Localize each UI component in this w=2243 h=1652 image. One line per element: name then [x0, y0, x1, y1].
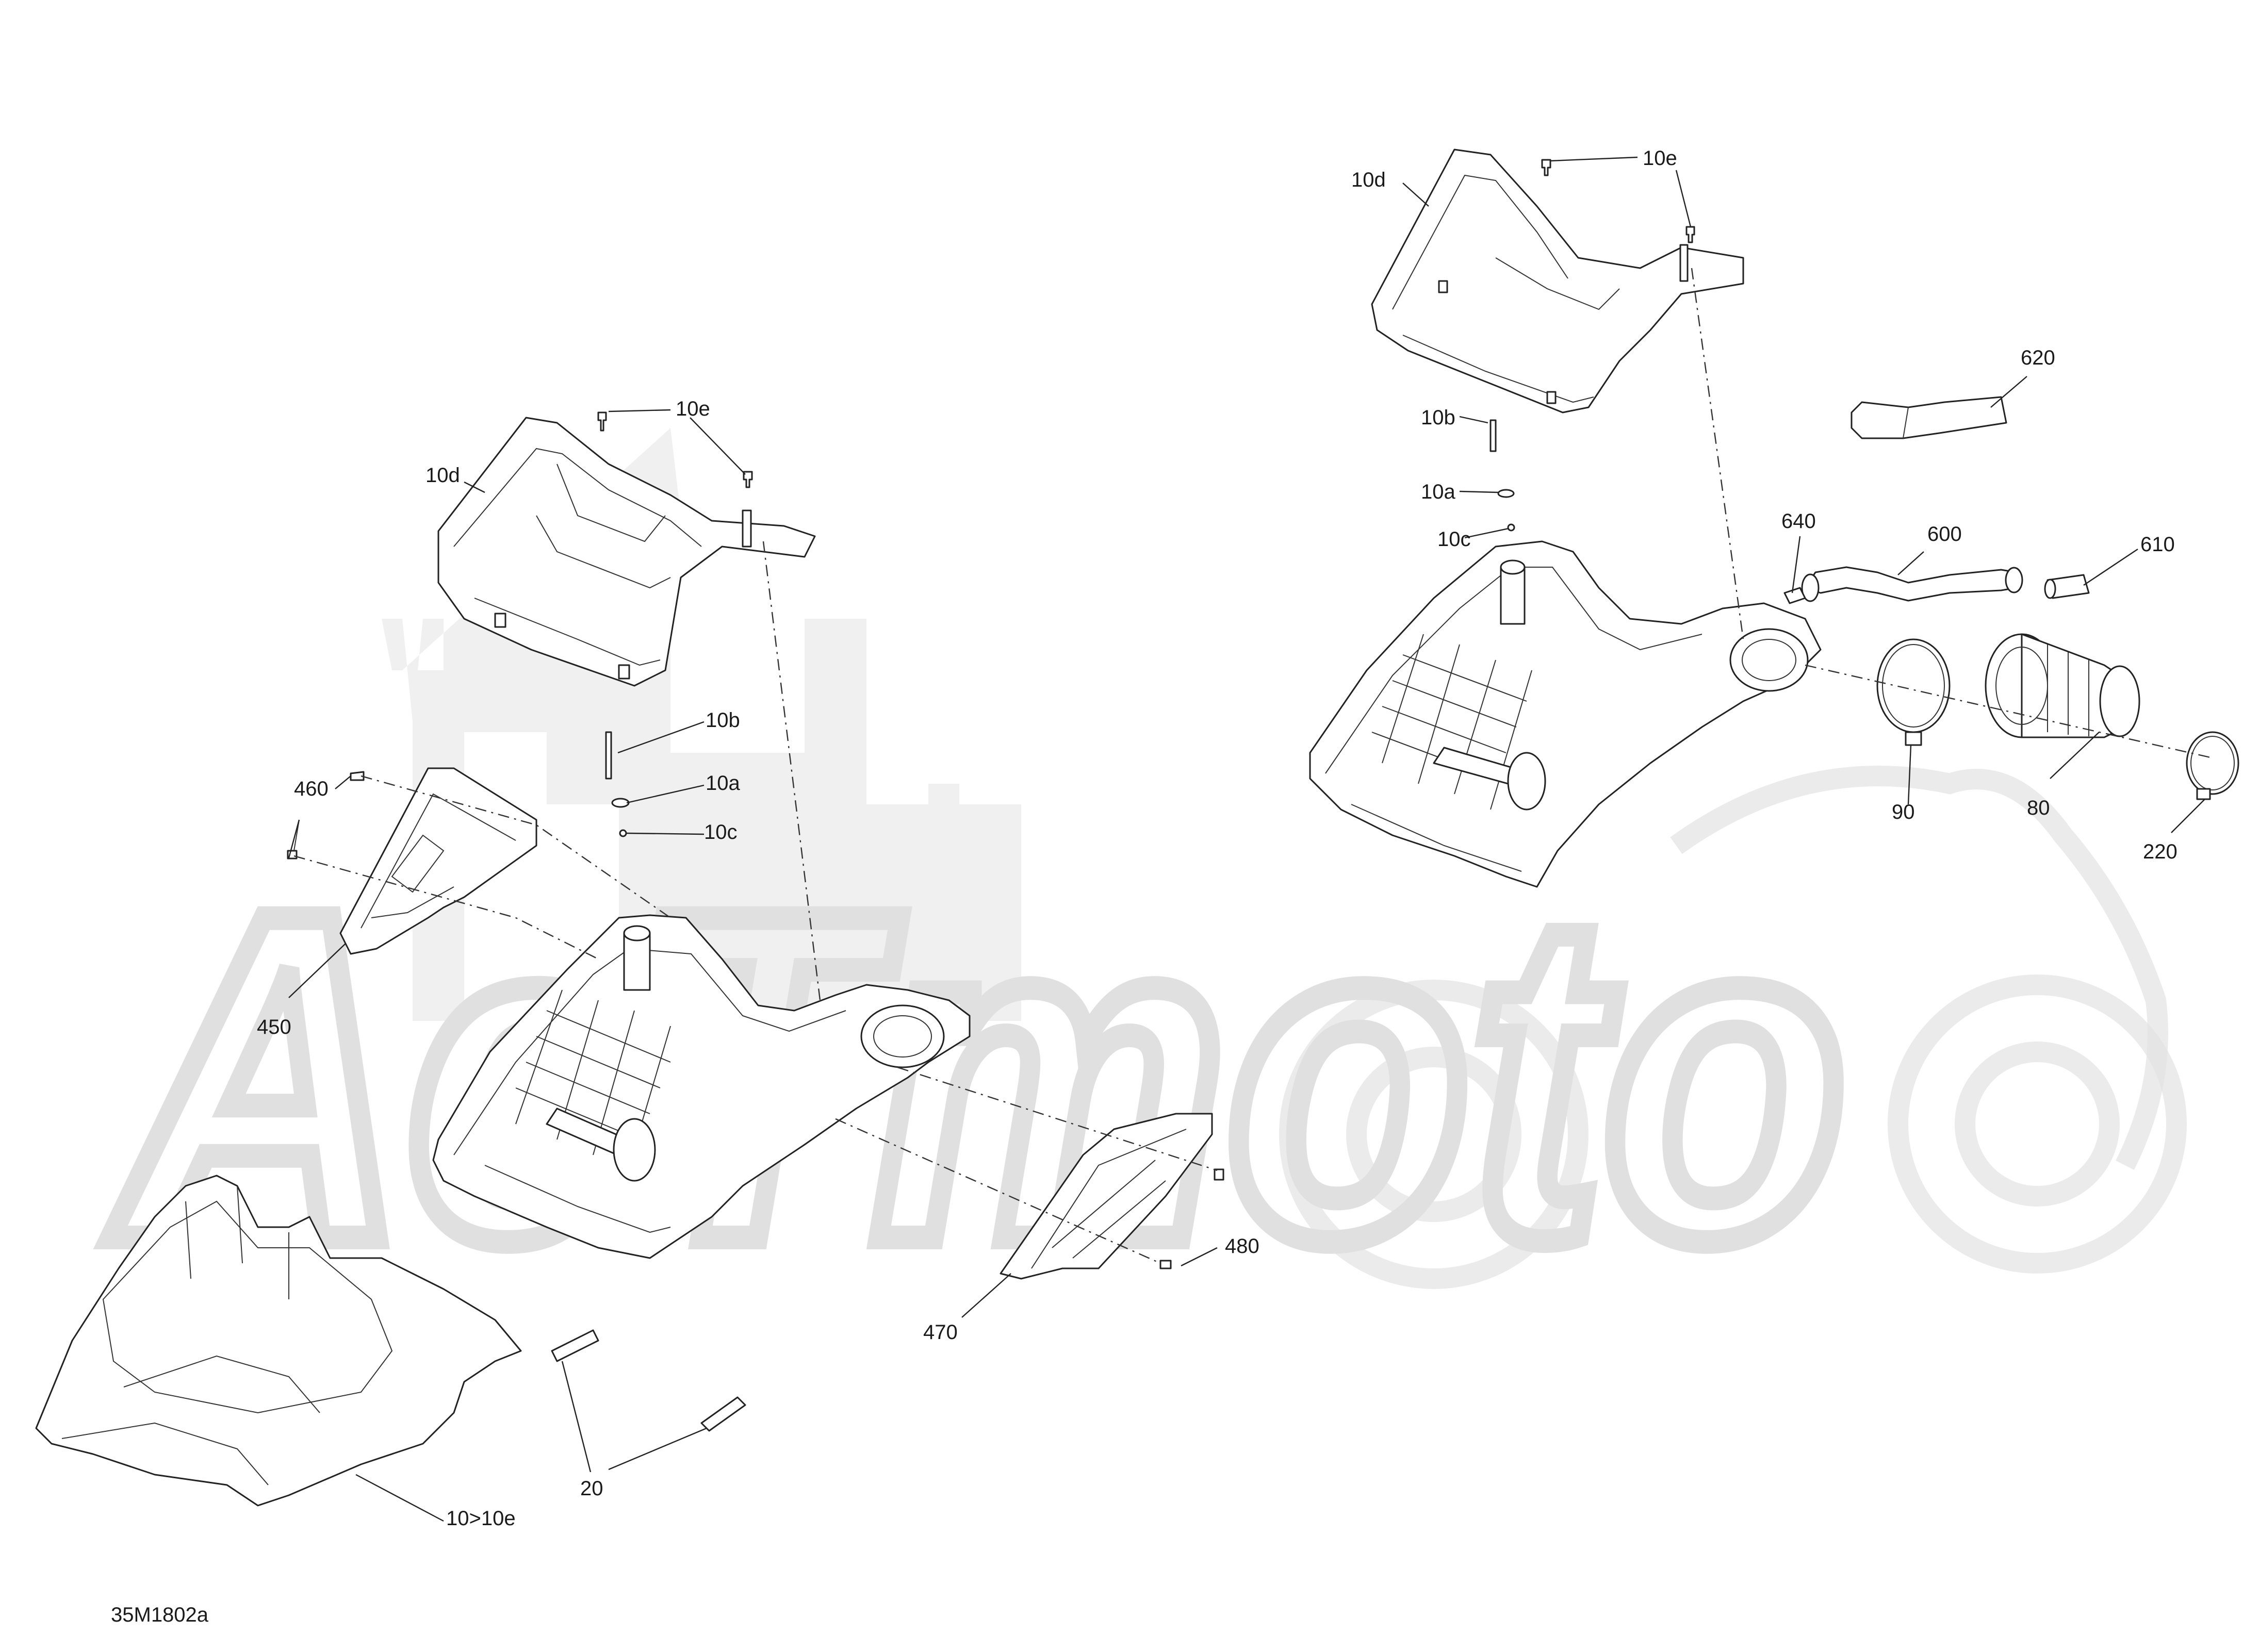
right-adapter-80 — [1985, 633, 2140, 738]
right-clamp-220 — [2186, 731, 2239, 800]
callout-220: 220 — [2143, 840, 2177, 863]
right-assembly: 10d 10e 10b 10a 10c 620 640 600 610 90 8… — [1309, 147, 2239, 888]
callout-480: 480 — [1225, 1235, 1259, 1258]
left-side-duct-450 — [339, 767, 537, 955]
callout-10c-left: 10c — [704, 821, 738, 844]
left-assembled-airbox — [35, 1175, 522, 1507]
callout-90: 90 — [1892, 801, 1915, 823]
callout-470: 470 — [923, 1321, 958, 1344]
callout-10d-right: 10d — [1351, 169, 1386, 191]
left-explode-line-3 — [293, 855, 599, 960]
callout-10c-right: 10c — [1437, 528, 1471, 551]
right-fastener-stack — [1489, 159, 1695, 532]
left-side-duct-470 — [1000, 1113, 1213, 1280]
left-airbox — [432, 914, 971, 1259]
right-explode-line-1 — [1691, 268, 1744, 640]
callout-600: 600 — [1927, 523, 1962, 546]
figure-code: 35M1802a — [111, 1604, 209, 1626]
left-clips-20 — [551, 1329, 746, 1432]
callout-460: 460 — [294, 778, 329, 800]
right-upper-cover — [1371, 148, 1744, 414]
callout-80: 80 — [2027, 797, 2050, 819]
callout-450: 450 — [257, 1016, 291, 1038]
callout-620: 620 — [2021, 346, 2055, 369]
right-hose-600 — [1801, 566, 2023, 602]
callout-10e-left: 10e — [676, 398, 710, 420]
left-explode-line-1 — [762, 541, 821, 1001]
right-fitting-610 — [2044, 574, 2090, 599]
right-hose-620 — [1851, 396, 2007, 439]
callout-10a-left: 10a — [706, 772, 740, 795]
left-explode-line-4 — [897, 1066, 1218, 1171]
left-screws-480 — [1159, 1168, 1224, 1269]
left-assembly: 10d 10e 10b 10a 10c 460 450 480 470 20 1… — [35, 398, 1259, 1530]
left-explode-line-2 — [361, 775, 671, 918]
callout-10e-right: 10e — [1643, 147, 1677, 170]
callout-640: 640 — [1781, 510, 1816, 533]
callout-10-range: 10>10e — [446, 1507, 516, 1530]
right-airbox — [1309, 540, 1822, 888]
callout-10b-right: 10b — [1421, 406, 1455, 429]
callout-10b-left: 10b — [706, 709, 740, 732]
callout-10d-left: 10d — [425, 464, 460, 487]
callout-610: 610 — [2140, 533, 2175, 556]
callout-20: 20 — [580, 1477, 603, 1500]
callout-10a-right: 10a — [1421, 481, 1455, 503]
right-clamp-640 — [1783, 587, 1806, 604]
right-clamp-90 — [1876, 638, 1951, 746]
left-upper-cover — [437, 417, 816, 687]
